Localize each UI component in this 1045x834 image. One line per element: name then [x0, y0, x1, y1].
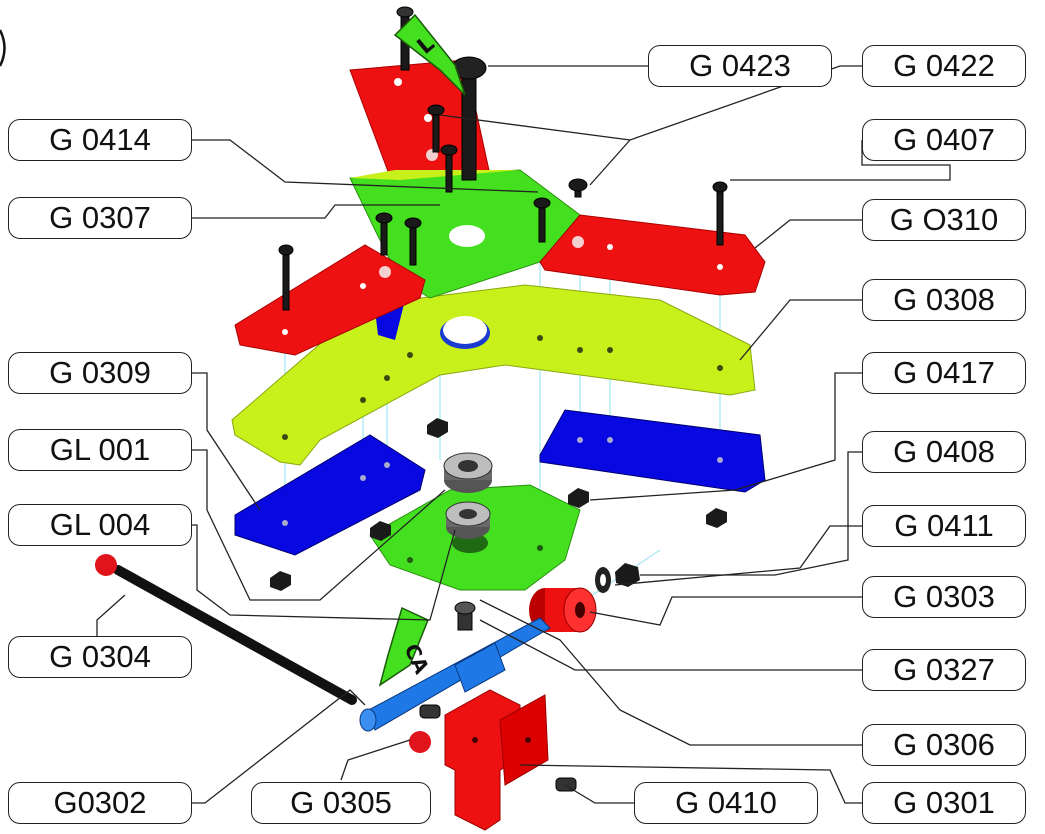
edge-bracket	[0, 29, 6, 67]
red-collar	[529, 587, 597, 633]
label-g0301: G 0301	[862, 782, 1026, 824]
label-g0327: G 0327	[862, 649, 1026, 691]
label-g0411: G 0411	[862, 505, 1026, 547]
label-g0422: G 0422	[862, 45, 1026, 87]
red-clevis	[444, 689, 549, 831]
label-g0408: G 0408	[862, 431, 1026, 473]
red-arm-right	[539, 214, 766, 296]
label-g0308: G 0308	[862, 279, 1026, 321]
label-g0305: G 0305	[251, 782, 431, 824]
label-g0310: G O310	[862, 199, 1026, 241]
label-g0302: G0302	[8, 782, 192, 824]
blue-plate-left	[234, 434, 426, 556]
label-g0407: G 0407	[862, 119, 1026, 161]
label-g0303: G 0303	[862, 576, 1026, 618]
yellow-green-plate	[231, 284, 756, 466]
bearing-upper	[443, 452, 493, 493]
blue-plate-right	[539, 409, 766, 493]
nuts	[270, 418, 727, 591]
red-ball-left	[95, 554, 117, 576]
label-g0423: G 0423	[648, 45, 832, 87]
green-hub-plate	[349, 169, 581, 299]
label-gl004: GL 004	[8, 504, 192, 546]
blue-rod	[359, 617, 551, 732]
label-gl001: GL 001	[8, 429, 192, 471]
label-g0306: G 0306	[862, 724, 1026, 766]
bearing-lower	[445, 501, 491, 539]
label-g0307: G 0307	[8, 197, 192, 239]
label-g0417: G 0417	[862, 352, 1026, 394]
label-g0414: G 0414	[8, 119, 192, 161]
bolts	[278, 6, 728, 792]
red-ball-bottom	[409, 731, 431, 753]
label-g0309: G 0309	[8, 352, 192, 394]
label-g0410: G 0410	[634, 782, 818, 824]
label-g0304: G 0304	[8, 636, 192, 678]
leader-lines	[96, 65, 951, 804]
black-rod	[113, 565, 357, 705]
red-arm-left	[234, 244, 426, 356]
